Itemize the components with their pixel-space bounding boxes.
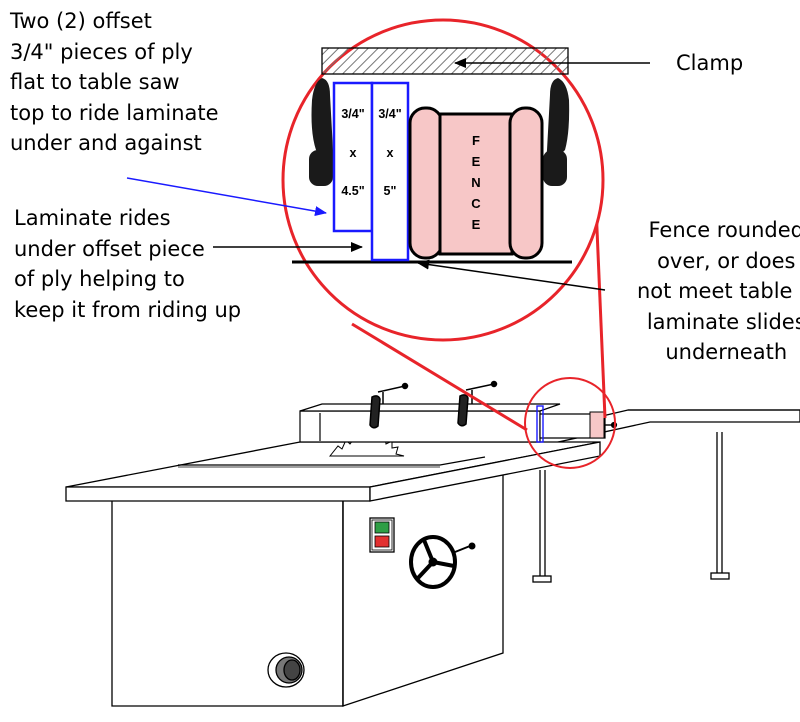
ply-piece-1-width: 4.5" <box>341 184 364 198</box>
ply-piece-1-thickness: 3/4" <box>341 107 364 121</box>
fence-letter-2: E <box>472 154 481 169</box>
saw-table-top <box>65 441 601 502</box>
zoom-detail: 3/4" x 4.5" 3/4" x 5" F E N C E <box>292 47 572 264</box>
ply-piece-2-by: x <box>387 146 394 160</box>
fence-letter-1: F <box>472 133 480 148</box>
fence-rounded-annotation: Fence rounded over, or does not meet tab… <box>637 218 800 364</box>
clamp-bar <box>321 47 569 75</box>
start-stop-switch-icon <box>369 517 395 553</box>
fence-cross-section <box>408 106 544 260</box>
clamp-annotation: Clamp <box>676 51 744 75</box>
handwheel-icon <box>409 535 476 589</box>
ply-pieces-annotation: Two (2) offset 3/4" pieces of ply flat t… <box>10 9 219 155</box>
detail-callout-circle <box>524 377 616 469</box>
leader-arrows <box>126 58 650 291</box>
ply-piece-2-thickness: 3/4" <box>378 107 401 121</box>
clamp-icon <box>369 380 498 429</box>
fence-letter-4: C <box>471 196 481 211</box>
saw-cabinet <box>111 469 504 707</box>
fence-letter-3: N <box>471 175 480 190</box>
fence-gap-arrow <box>417 259 606 291</box>
ply-piece-1-by: x <box>350 146 357 160</box>
ply-piece-2-width: 5" <box>384 184 397 198</box>
laminate-rides-annotation: Laminate rides under offset piece of ply… <box>14 206 242 322</box>
ply-piece-2 <box>370 81 410 262</box>
dust-port-icon <box>267 652 305 688</box>
fence-assembly <box>299 403 618 443</box>
ply-arrow <box>126 177 327 217</box>
fence-letter-5: E <box>472 217 481 232</box>
